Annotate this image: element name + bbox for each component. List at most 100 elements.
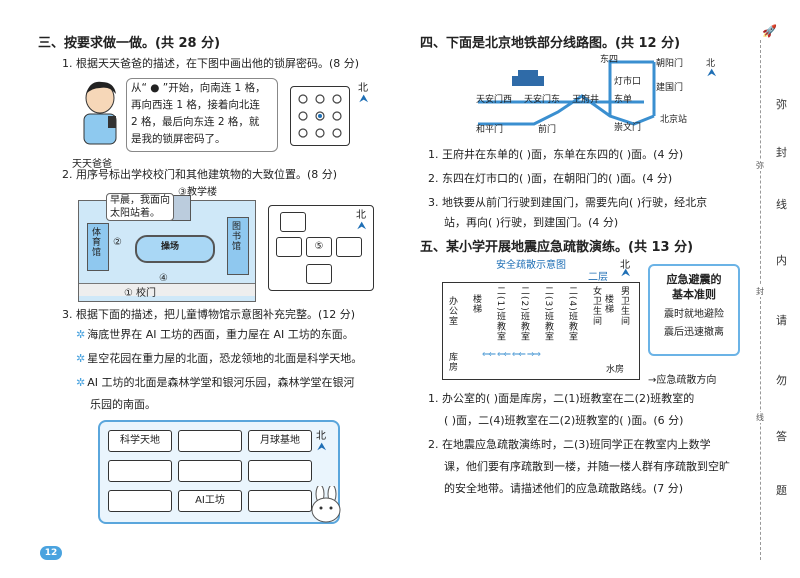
station-dengshikou: 灯市口 <box>614 77 642 87</box>
north-arrow-icon: ⮝ <box>359 92 369 105</box>
box-kexue: 科学天地 <box>108 430 172 452</box>
box-blank-1[interactable] <box>178 430 242 452</box>
station-hepingmen: 和平门 <box>476 125 504 135</box>
station-dongdan: 东单 <box>614 95 633 105</box>
north-arrow-icon: ⮝ <box>317 440 327 453</box>
s5-q2a: 2. 在地震应急疏散演练时，二(3)班同学正在教室内上数学 <box>428 438 711 451</box>
box-yueqiu: 月球基地 <box>248 430 312 452</box>
north-label-q1: 北 <box>358 83 368 94</box>
speech-line-4: 是我的锁屏密码了。 <box>131 133 226 145</box>
father-label: 天天爸爸 <box>72 159 112 170</box>
room-boys-wc: 男卫生间 <box>619 286 629 326</box>
seal-char-7: 答 <box>776 430 787 443</box>
bubble-line-1: 早晨，我面向 <box>110 195 170 206</box>
north-label-q2: 北 <box>356 210 366 221</box>
s4-q3a: 3. 地铁要从前门行驶到建国门，需要先向( )行驶，经北京 <box>428 196 708 209</box>
north-arrow-icon: ⮝ <box>707 66 717 79</box>
rabbit-mascot <box>306 484 346 524</box>
bubble-line-2: 太阳站着。 <box>110 208 160 219</box>
speech-bubble: 从“ ● ”开始，向南连 1 格， 再向西连 1 格，接着向北连 2 格，最后向… <box>126 78 278 152</box>
answer-box-west[interactable] <box>276 237 302 257</box>
answer-box-east[interactable] <box>336 237 362 257</box>
evacuation-map: 安全疏散示意图 二层 北 ⮝ 办公室 楼梯 二(1)班教室 二(2)班教室 二(… <box>442 256 640 380</box>
star-icon: ✲ <box>76 328 86 341</box>
station-dongsi: 东四 <box>600 55 619 65</box>
seal-small-3: 线 <box>756 412 764 423</box>
map-title: 安全疏散示意图 <box>496 260 566 271</box>
evac-arrows-icon: ⇐⇐ ⇐⇐ ⇐⇐ ⇒⇒ <box>482 350 541 360</box>
page-number: 12 <box>40 546 62 560</box>
rule-card: 应急避震的 基本准则 震时就地避险 震后迅速撤离 <box>648 264 740 356</box>
library-label: 图书馆 <box>230 221 240 251</box>
box-blank-4[interactable] <box>248 460 312 482</box>
seal-char-2: 封 <box>776 146 787 159</box>
box-blank-3[interactable] <box>178 460 242 482</box>
section3-title: 三、按要求做一做。(共 28 分) <box>38 36 221 51</box>
q2-text: 2. 用序号标出学校校门和其他建筑物的大致位置。(8 分) <box>62 168 338 181</box>
speech-line-2: 再向西连 1 格，接着向北连 <box>131 99 260 111</box>
seal-char-6: 勿 <box>776 374 787 387</box>
seal-char-5: 请 <box>776 314 787 327</box>
station-jianguomen: 建国门 <box>656 83 684 93</box>
q3-text: 3. 根据下面的描述，把儿童博物馆示意图补充完整。(12 分) <box>62 308 356 321</box>
answer-box-south[interactable] <box>306 264 332 284</box>
num-4: ④ <box>159 273 168 284</box>
morning-bubble: 早晨，我面向 太阳站着。 <box>106 193 174 221</box>
q1-text: 1. 根据天天爸爸的描述，在下图中画出他的锁屏密码。(8 分) <box>62 57 360 70</box>
s5-q1b: ( )面，二(4)班教室在二(2)班教室的( )面。(6 分) <box>444 414 684 427</box>
floor-plan <box>442 282 640 380</box>
north-arrow-icon: ⮝ <box>357 219 367 232</box>
seal-char-4: 内 <box>776 254 787 267</box>
rule-title-1: 应急避震的 <box>666 273 722 286</box>
box-blank-2[interactable] <box>108 460 172 482</box>
seal-small-2: 封 <box>756 286 764 297</box>
num-2: ② <box>113 237 122 248</box>
seal-small-1: 弥 <box>756 160 764 171</box>
s4-q3b: 站，再向( )行驶，到建国门。(4 分) <box>444 216 619 229</box>
s5-q1a: 1. 办公室的( )面是库房，二(1)班教室在二(2)班教室的 <box>428 392 695 405</box>
seal-char-3: 线 <box>776 198 787 211</box>
clue-1-text: 海底世界在 AI 工坊的西面，重力屋在 AI 工坊的东面。 <box>87 328 354 341</box>
clue-3-text: AI 工坊的北面是森林学堂和银河乐园，森林学堂在银河 <box>87 376 355 389</box>
room-office: 办公室 <box>447 296 457 326</box>
lock-grid[interactable] <box>290 86 350 146</box>
floor-label: 二层 <box>588 272 608 283</box>
room-class3: 二(3)班教室 <box>543 286 553 342</box>
star-icon: ✲ <box>76 352 86 365</box>
box-ai: AI工坊 <box>178 490 242 512</box>
room-stairs-right: 楼梯 <box>603 294 613 314</box>
s5-q2b: 课，他们要有序疏散到一楼，并随一楼人群有序疏散到空旷 <box>444 460 730 473</box>
clue-2-text: 星空花园在重力屋的北面，恐龙领地的北面是科学天地。 <box>87 352 363 365</box>
gym-building <box>87 223 109 271</box>
s4-q2: 2. 东四在灯市口的( )面，在朝阳门的( )面。(4 分) <box>428 172 673 185</box>
station-tiananmen-east: 天安门东 <box>524 95 561 105</box>
clue-2: ✲星空花园在重力屋的北面，恐龙领地的北面是科学天地。 <box>76 350 362 367</box>
room-storage: 库房 <box>447 352 457 372</box>
station-tiananmen-west: 天安门西 <box>476 95 513 105</box>
room-class4: 二(4)班教室 <box>567 286 577 342</box>
station-chaoyangmen: 朝阳门 <box>656 59 684 69</box>
room-stairs-left: 楼梯 <box>471 294 481 314</box>
rule-line-2: 震后迅速撤离 <box>664 327 724 338</box>
school-wall <box>79 283 255 296</box>
room-class2: 二(2)班教室 <box>519 286 529 342</box>
num-1: ① <box>124 288 133 299</box>
rocket-icon: 🚀 <box>762 24 777 38</box>
star-icon: ✲ <box>76 376 86 389</box>
answer-box-north[interactable] <box>280 212 306 232</box>
section5-title: 五、某小学开展地震应急疏散演练。(共 13 分) <box>420 240 694 255</box>
father-figure <box>70 76 130 154</box>
rule-title-2: 基本准则 <box>672 288 716 301</box>
box-blank-5[interactable] <box>108 490 172 512</box>
section4-title: 四、下面是北京地铁部分线路图。(共 12 分) <box>420 36 681 51</box>
station-wangfujing: 王府井 <box>572 95 600 105</box>
box-blank-6[interactable] <box>248 490 312 512</box>
north-label-q3: 北 <box>316 431 326 442</box>
answer-grid-q2 <box>268 205 374 291</box>
teach-label: ③教学楼 <box>178 187 217 198</box>
library-building <box>227 217 249 275</box>
clue-4: 乐园的南面。 <box>90 398 156 411</box>
subway-map: 东四 朝阳门 灯市口 建国门 天安门西 天安门东 王府井 东单 和平门 前门 崇… <box>474 52 724 136</box>
station-chongwenmen: 崇文门 <box>614 123 642 133</box>
center-box: ⑤ <box>306 237 332 257</box>
